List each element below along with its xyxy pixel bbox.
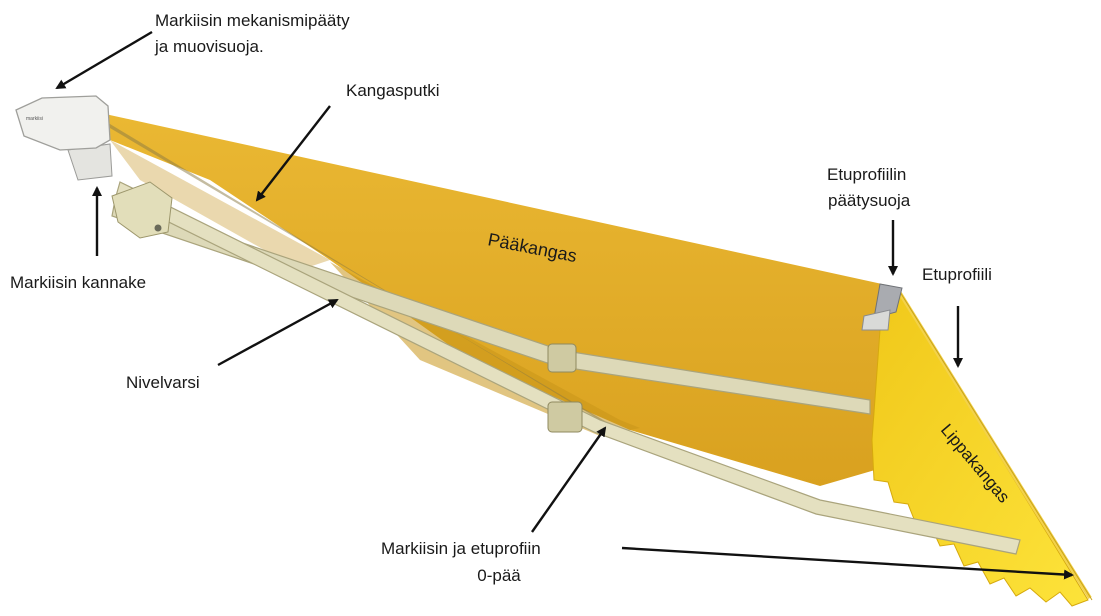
label-front-profile-end-cap-line1: Etuprofiilin xyxy=(827,164,906,186)
main-fabric xyxy=(96,112,900,486)
arrow-mechanism-end xyxy=(57,32,152,88)
label-articulated-arm: Nivelvarsi xyxy=(126,372,200,394)
label-bracket: Markiisin kannake xyxy=(10,272,146,294)
label-front-profile-end-cap-line2: päätysuoja xyxy=(828,190,910,212)
label-front-profile: Etuprofiili xyxy=(922,264,992,286)
label-mechanism-end-line2: ja muovisuoja. xyxy=(155,36,264,58)
label-zero-end-line1: Markiisin ja etuprofiin xyxy=(381,538,541,560)
label-zero-end-line2: 0-pää xyxy=(381,565,617,587)
label-roller-tube: Kangasputki xyxy=(346,80,440,102)
mechanism-end-cover xyxy=(16,96,110,150)
svg-text:markiisi: markiisi xyxy=(26,116,43,122)
arrow-zero-end-up xyxy=(532,428,605,532)
arrow-articulated-arm xyxy=(218,300,337,365)
label-mechanism-end-line1: Markiisin mekanismipääty xyxy=(155,10,350,32)
valance-fabric xyxy=(872,290,1088,606)
